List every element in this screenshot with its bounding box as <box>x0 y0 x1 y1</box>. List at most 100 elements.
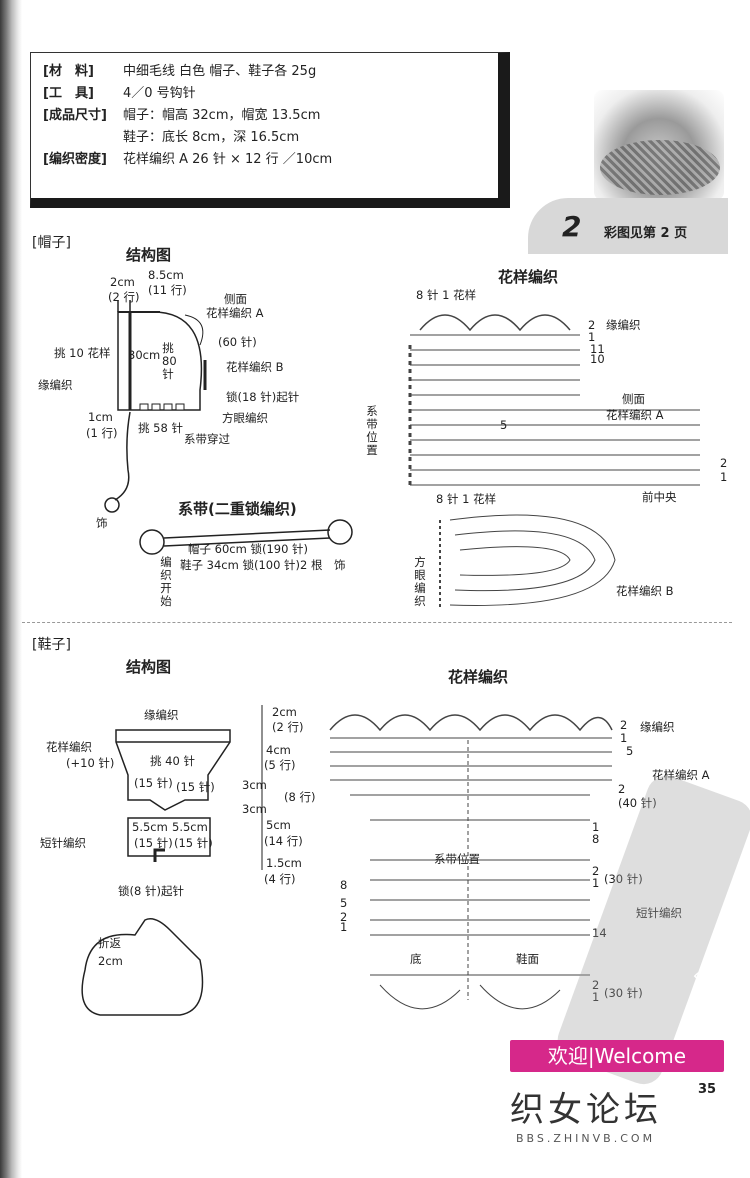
shoe-row-2: 2 <box>620 718 628 732</box>
shoe-structure-title: 结构图 <box>126 658 172 676</box>
shoe-left-row-5: 5 <box>340 896 348 910</box>
materials-row: [材 料] 中细毛线 白色 帽子、鞋子各 25g <box>43 61 486 83</box>
hat-11rows: (11 行) <box>148 283 187 297</box>
shoe-fold: 折返 <box>98 936 121 950</box>
hat-pattern-a: 花样编织 A <box>606 408 664 422</box>
hat-pattern-b-label: 花样编织 B <box>226 360 284 374</box>
forum-url: BBS.ZHINVB.COM <box>516 1132 656 1145</box>
hat-pattern-b: 花样编织 B <box>616 584 674 598</box>
shoe-dim-5rows: (5 行) <box>264 758 296 772</box>
welcome-banner: 欢迎|Welcome <box>510 1040 724 1072</box>
hat-pick-58: 挑 58 针 <box>138 421 183 435</box>
shoe-left-row-1: 1 <box>340 920 348 934</box>
hat-row-1b: 1 <box>720 470 728 484</box>
shoe-dim-3cm-b: 3cm <box>242 802 267 816</box>
hat-pattern-repeat: 8 针 1 花样 <box>416 288 477 302</box>
materials-box: [材 料]中细毛线 白色 帽子、鞋子各 25g [工 具]4／0 号钩针 [成品… <box>30 52 510 208</box>
shoe-row-14: 14 <box>592 926 607 940</box>
hat-mesh-label: 方眼编织 <box>222 411 268 425</box>
gauge-row: [编织密度] 花样编织 A 26 针 × 12 行 ／10cm <box>43 149 486 171</box>
hat-8-5cm: 8.5cm <box>148 268 184 282</box>
size-label: [成品尺寸] <box>43 108 107 123</box>
strap-start: 编织开始 <box>160 555 172 608</box>
shoe-pattern-edge: 缘编织 <box>640 720 675 734</box>
shoe-row-2d: 2 <box>592 978 600 992</box>
shoe-dim-2rows: (2 行) <box>272 720 304 734</box>
shoe-row-2c: 2 <box>592 864 600 878</box>
shoe-pattern: 花样编织 <box>46 740 92 754</box>
hat-pattern-side: 侧面 <box>622 392 645 406</box>
strap-title: 系带(二重锁编织) <box>178 500 297 518</box>
shoe-row-5: 5 <box>626 744 634 758</box>
hat-1row: (1 行) <box>86 426 118 440</box>
shoe-section-label: [鞋子] <box>32 637 71 653</box>
shoe-15-a: (15 针) <box>134 776 173 790</box>
shoe-sole: 底 <box>410 952 422 966</box>
shoe-strap-position: 系带位置 <box>434 852 480 866</box>
shoe-30-a: (30 针) <box>604 872 643 886</box>
material-label: [材 料] <box>43 64 94 79</box>
hat-2rows: (2 行) <box>108 290 140 304</box>
shoe-dim-5cm: 5cm <box>266 818 291 832</box>
shoe-row-1d: 1 <box>592 990 600 1004</box>
hat-structure-title: 结构图 <box>126 246 172 264</box>
hat-pattern-repeat-mid: 8 针 1 花样 <box>436 492 497 506</box>
section-divider <box>22 622 732 623</box>
shoe-pattern-title: 花样编织 <box>448 668 509 686</box>
shoe-40-stitches: (40 针) <box>618 796 657 810</box>
shoe-short-stitch: 短针编织 <box>636 906 682 920</box>
shoe-chain-8: 锁(8 针)起针 <box>118 884 184 898</box>
hat-60-stitches: (60 针) <box>218 335 257 349</box>
hat-front-center: 前中央 <box>642 490 677 504</box>
hat-row-11: 11 <box>590 342 605 356</box>
hat-2cm: 2cm <box>110 275 135 289</box>
material-value: 中细毛线 白色 帽子、鞋子各 25g <box>123 64 317 79</box>
hat-pattern-title: 花样编织 <box>498 268 559 286</box>
hat-chain-18: 锁(18 针)起针 <box>226 390 300 404</box>
shoe-row-1c: 1 <box>592 876 600 890</box>
shoe-upper: 鞋面 <box>516 952 539 966</box>
hat-row-2b: 2 <box>720 456 728 470</box>
shoe-15-d: (15 针) <box>174 836 213 850</box>
shoe-row-2b: 2 <box>618 782 626 796</box>
hat-row-5: 5 <box>500 418 508 432</box>
shoe-dim-3cm-a: 3cm <box>242 778 267 792</box>
basket-photo <box>600 140 720 195</box>
shoe-15-b: (15 针) <box>176 780 215 794</box>
hat-row-1: 1 <box>588 330 596 344</box>
shoe-row-1: 1 <box>620 731 628 745</box>
shoe-dim-1-5cm: 1.5cm <box>266 856 302 870</box>
tag-number: 2 <box>562 210 582 243</box>
hat-pattern-mesh: 方眼编织 <box>414 555 426 608</box>
shoe-row-1b: 1 <box>592 820 600 834</box>
gauge-value: 花样编织 A 26 针 × 12 行 ／10cm <box>123 152 333 167</box>
hat-pick-80: 挑80针 <box>162 341 177 381</box>
size-value-hat: 帽子：帽高 32cm，帽宽 13.5cm <box>123 108 321 123</box>
hat-strap-position: 系带位置 <box>366 404 378 457</box>
shoe-15-c: (15 针) <box>134 836 173 850</box>
gauge-label: [编织密度] <box>43 152 107 167</box>
size-row: [成品尺寸] 帽子：帽高 32cm，帽宽 13.5cm <box>43 105 486 127</box>
hat-1cm: 1cm <box>88 410 113 424</box>
shoe-short: 短针编织 <box>40 836 86 850</box>
hat-section-label: [帽子] <box>32 235 71 251</box>
hat-30cm: 30cm <box>128 348 161 362</box>
shoe-left-row-8: 8 <box>340 878 348 892</box>
hat-strap-through: 系带穿过 <box>184 432 230 446</box>
shoe-dim-4rows: (4 行) <box>264 872 296 886</box>
hat-pattern-a-label: 花样编织 A <box>206 306 264 320</box>
tools-value: 4／0 号钩针 <box>123 86 196 101</box>
forum-logo-text: 织女论坛 <box>510 1090 662 1130</box>
size-row-2: 鞋子：底长 8cm，深 16.5cm <box>43 127 486 149</box>
shoe-left-row-2: 2 <box>340 910 348 924</box>
shoe-dim-14rows: (14 行) <box>264 834 303 848</box>
size-value-shoe: 鞋子：底长 8cm，深 16.5cm <box>123 130 300 145</box>
strap-line-hat: 帽子 60cm 锁(190 针) <box>188 542 309 556</box>
shoe-dim-8rows: (8 行) <box>284 790 316 804</box>
shoe-dim-4cm: 4cm <box>266 743 291 757</box>
hat-row-10: 10 <box>590 352 605 366</box>
hat-edge-label: 缘编织 <box>38 378 73 392</box>
hat-pick-10: 挑 10 花样 <box>54 346 111 360</box>
page-number: 35 <box>698 1082 717 1097</box>
shoe-5-5-a: 5.5cm <box>132 820 168 834</box>
